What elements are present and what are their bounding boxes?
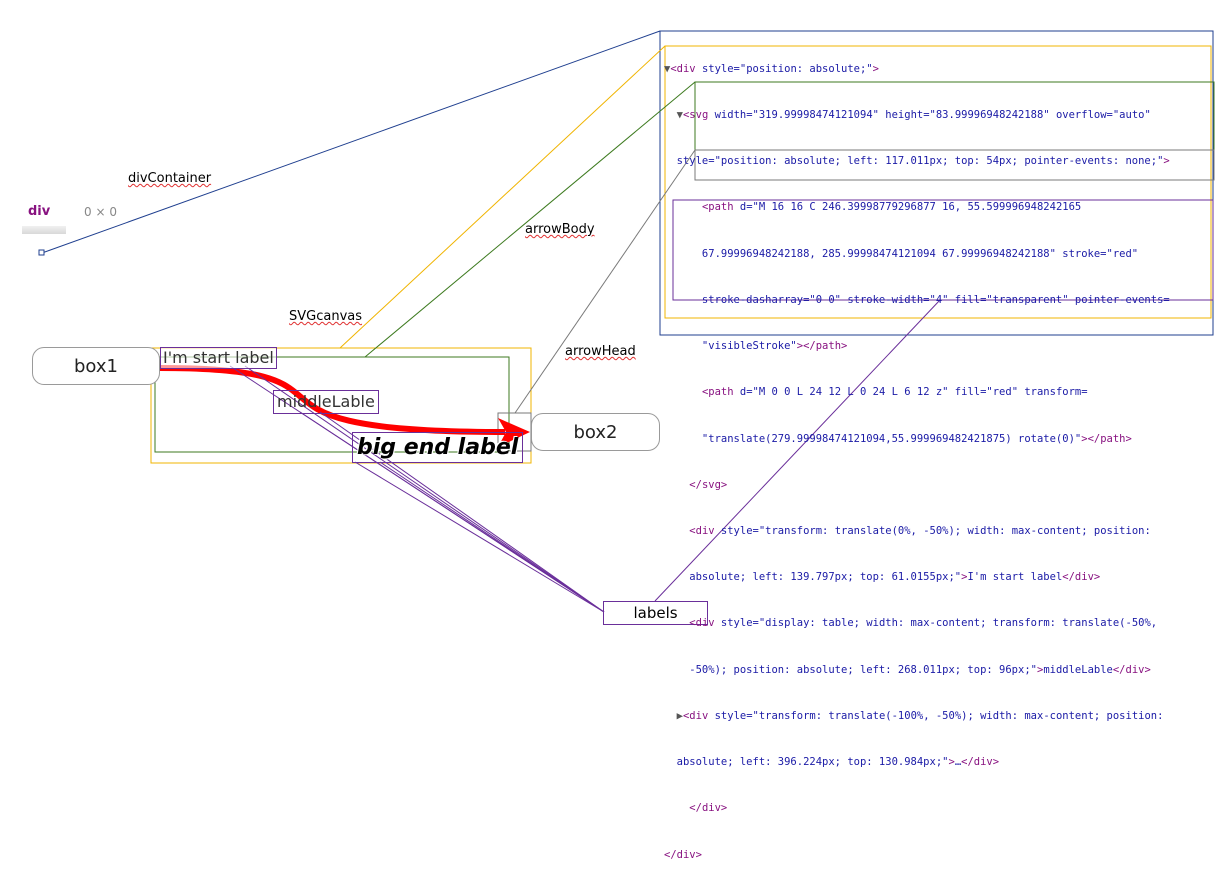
code-line[interactable]: ▶<div style="transform: translate(-100%,… — [676, 709, 1164, 722]
code-line[interactable]: <div style="display: table; width: max-c… — [689, 617, 1158, 630]
annotation-svg-canvas: SVGcanvas — [289, 309, 363, 324]
box2[interactable]: box2 — [531, 413, 660, 451]
labels-divs-outline — [672, 199, 1214, 301]
leader-labels-code — [654, 299, 941, 602]
leader-labels-end — [354, 461, 605, 613]
box1[interactable]: box1 — [32, 347, 160, 385]
annotation-arrow-body: arrowBody — [525, 222, 595, 237]
end-label-text: big end label — [357, 435, 519, 460]
leader-div-container — [41, 30, 661, 254]
tooltip-tag: div — [28, 204, 51, 219]
code-line[interactable]: "visibleStroke"></path> — [664, 340, 848, 353]
code-line[interactable]: ▼<div style="position: absolute;"> — [664, 62, 879, 75]
code-line[interactable]: <path d="M 0 0 L 24 12 L 0 24 L 6 12 z" … — [701, 386, 1088, 399]
annotation-labels-text: labels — [633, 604, 678, 622]
svg-element-outline — [664, 45, 1212, 319]
code-line[interactable]: </div> — [664, 848, 702, 861]
annotation-labels: labels — [603, 601, 708, 625]
code-line[interactable]: </div> — [689, 802, 728, 815]
div-container-outline — [659, 30, 1214, 336]
inspector-tooltip: div 0 × 0 — [22, 200, 122, 236]
path-head-outline — [694, 149, 1215, 181]
leader-svg-canvas — [339, 45, 666, 349]
code-line[interactable]: </svg> — [689, 478, 728, 491]
code-line[interactable]: <path d="M 16 16 C 246.39998779296877 16… — [701, 201, 1082, 214]
arrow-body-outline — [154, 356, 510, 453]
leader-labels-middle-2 — [319, 411, 605, 613]
annotation-arrow-head: arrowHead — [565, 344, 636, 359]
end-label: big end label — [352, 432, 524, 463]
code-line[interactable]: style="position: absolute; left: 117.011… — [664, 155, 1170, 168]
leader-labels-start-2 — [244, 365, 605, 613]
box2-label: box2 — [573, 421, 618, 443]
box1-label: box1 — [74, 355, 118, 377]
tooltip-size: 0 × 0 — [84, 205, 117, 219]
code-line[interactable]: -50%); position: absolute; left: 268.011… — [664, 663, 1151, 676]
arrow-body — [159, 365, 506, 435]
code-line[interactable]: absolute; left: 139.797px; top: 61.0155p… — [664, 571, 1101, 584]
leader-arrow-body — [364, 81, 696, 358]
middle-label-text: middleLable — [277, 392, 375, 411]
diagram-canvas — [38, 30, 1215, 613]
code-line[interactable]: stroke-dasharray="0 0" stroke-width="4" … — [664, 293, 1170, 306]
leader-labels-end-2 — [379, 461, 605, 613]
annotation-div-container: divContainer — [128, 171, 212, 186]
tooltip-pointer — [22, 226, 66, 234]
code-line[interactable]: <div style="transform: translate(0%, -50… — [689, 525, 1151, 537]
code-line[interactable]: absolute; left: 396.224px; top: 130.984p… — [664, 756, 1000, 769]
code-line[interactable]: 67.99996948242188, 285.99998474121094 67… — [664, 247, 1139, 260]
svg-canvas-outline — [150, 347, 532, 464]
code-line[interactable]: "translate(279.99998474121094,55.9999694… — [664, 432, 1132, 445]
middle-label: middleLable — [273, 390, 379, 414]
start-label-text: I'm start label — [163, 348, 274, 367]
leader-arrow-head — [514, 149, 696, 414]
start-label: I'm start label — [160, 347, 277, 369]
div-anchor-marker — [38, 249, 45, 256]
code-line[interactable]: ▼<svg width="319.99998474121094" height=… — [676, 109, 1151, 122]
devtools-code-panel: ▼<div style="position: absolute;"> ▼<svg… — [664, 31, 1212, 861]
